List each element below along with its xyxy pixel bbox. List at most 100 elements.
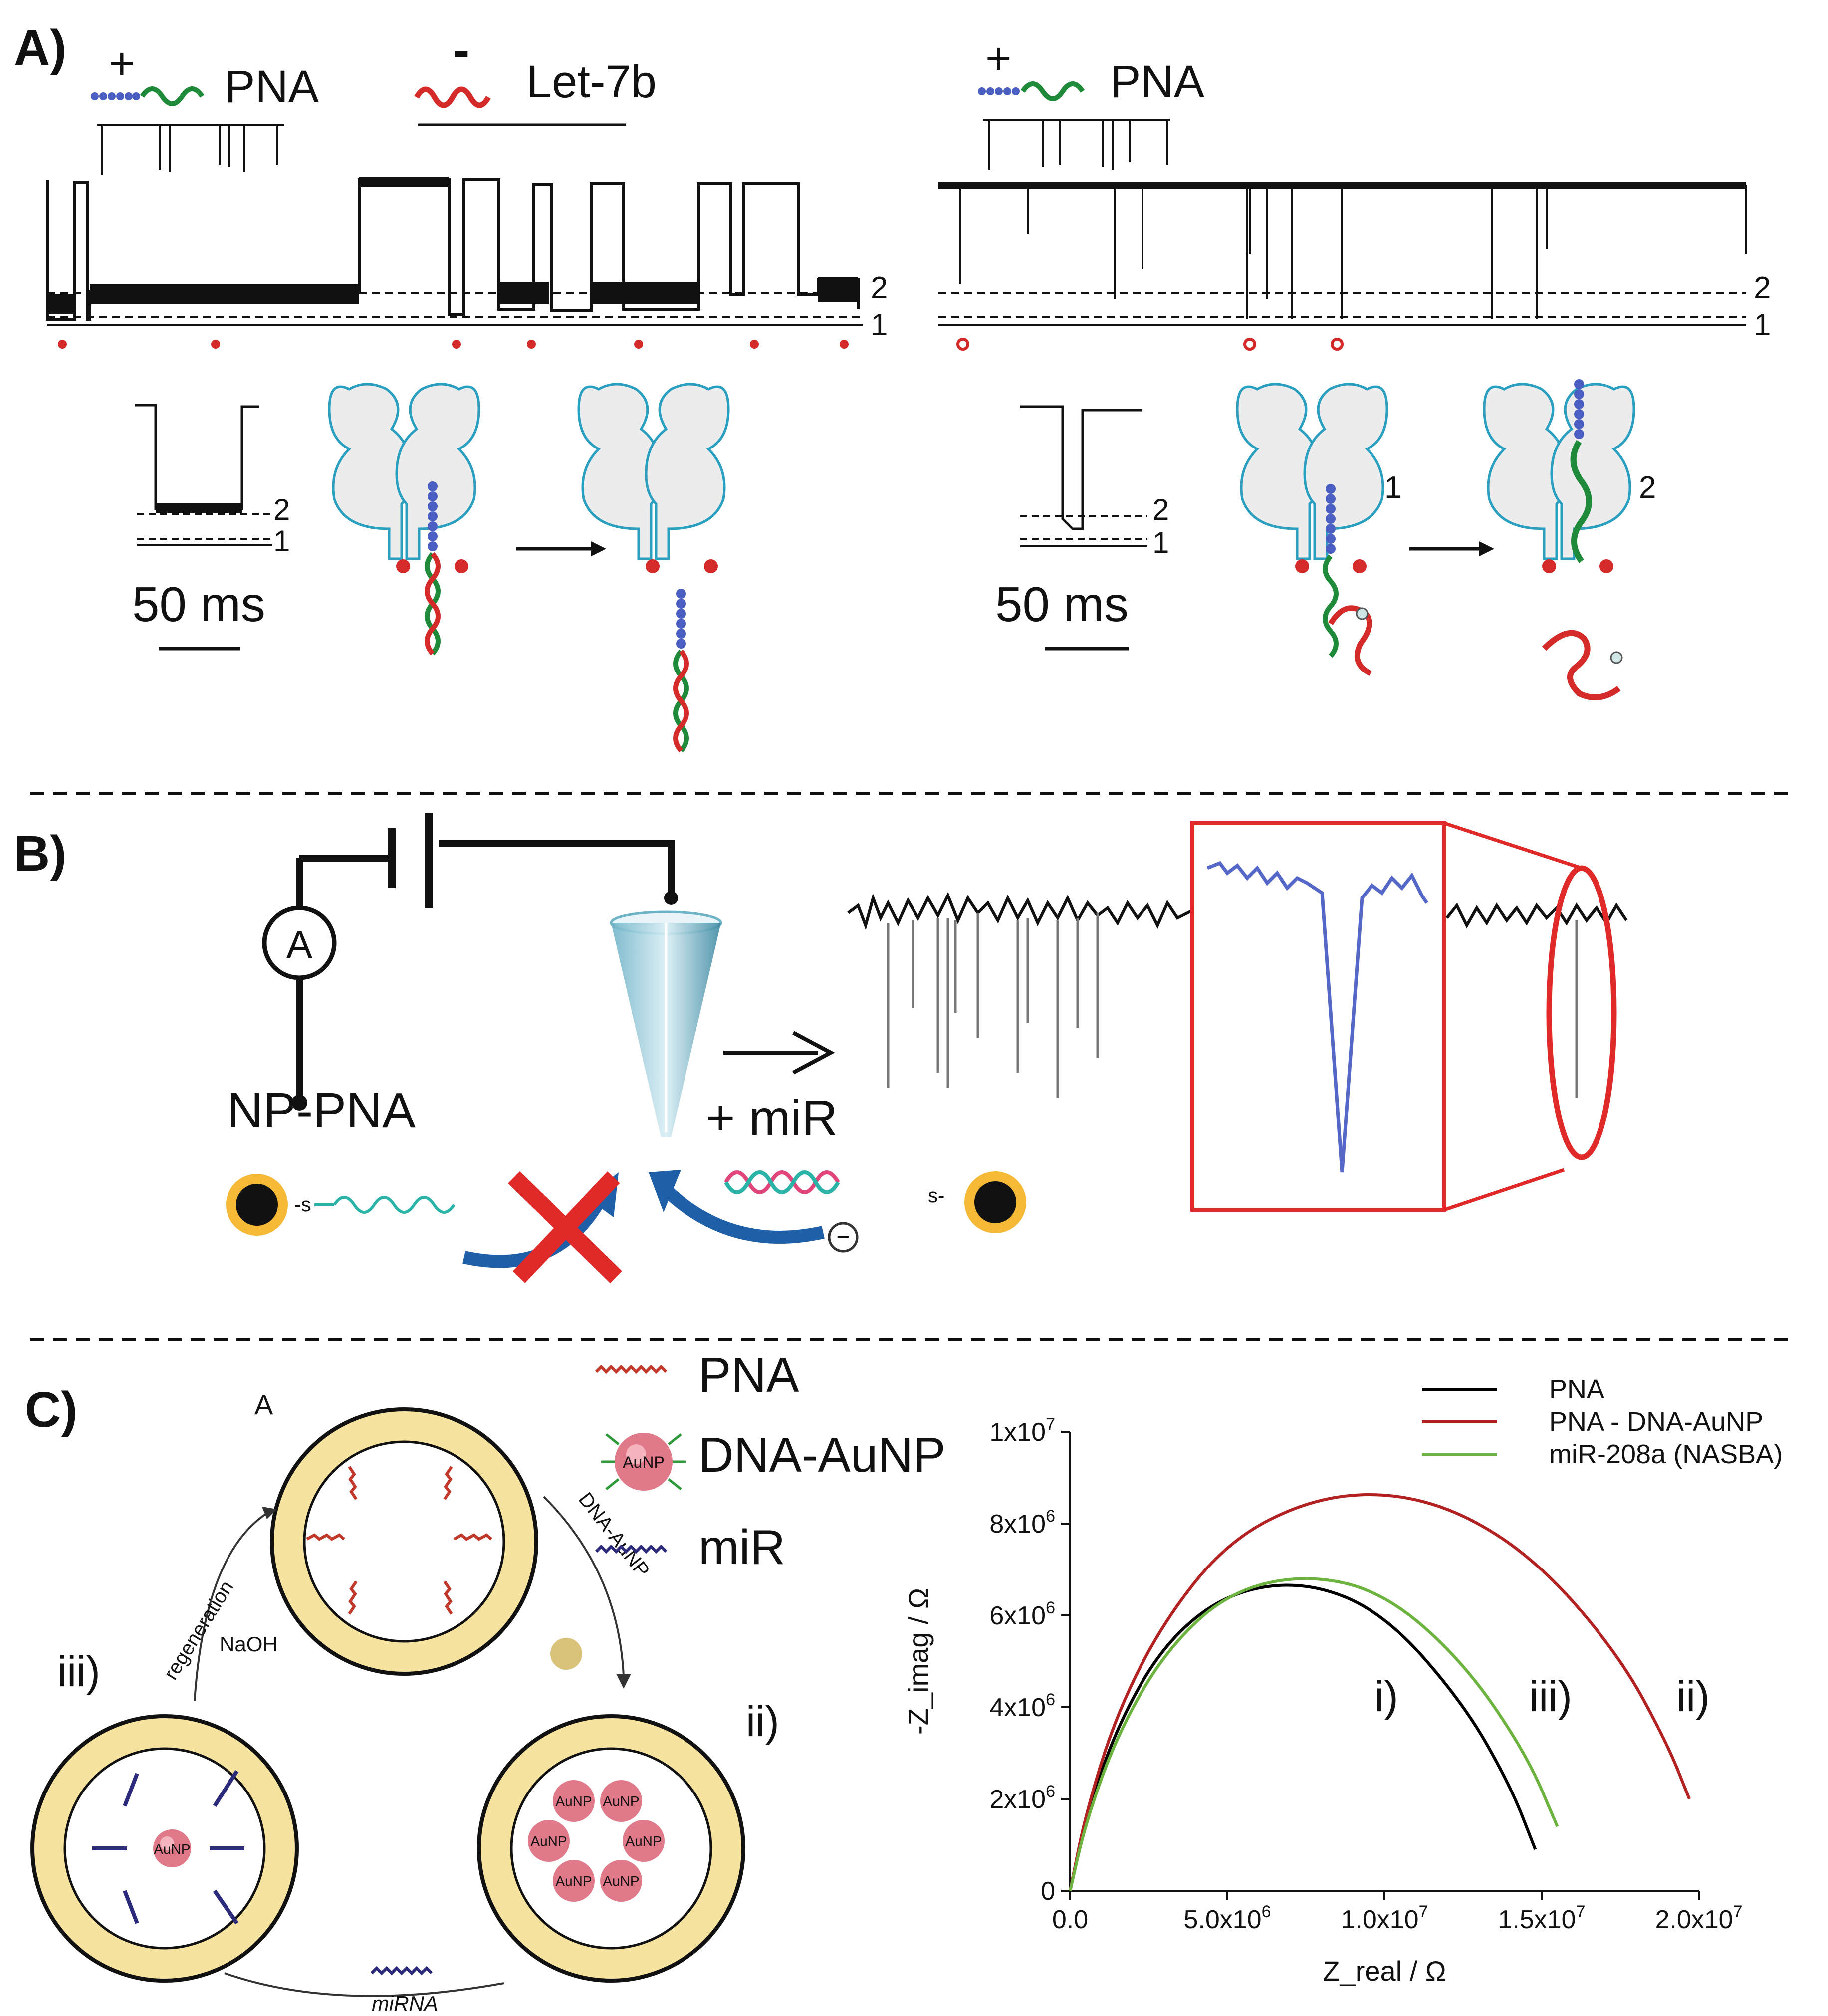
zoomed-event-trace [1206, 861, 1428, 1173]
x-tick-exponent: 6 [1262, 1902, 1271, 1921]
left-current-trace [46, 178, 860, 321]
svg-text:s-: s- [928, 1185, 944, 1207]
negative-charge-symbol: − [837, 1224, 850, 1250]
plus-sign: + [985, 34, 1012, 84]
panel-a-label: A) [14, 20, 67, 76]
let7b-label: Let-7b [526, 56, 657, 107]
inset-level-2-label: 2 [273, 493, 290, 526]
step-naoh-label: NaOH [220, 1632, 278, 1656]
series-line [1069, 1493, 1691, 1891]
scale-bar-label: 50 ms [132, 577, 265, 632]
pna-label: PNA [225, 61, 319, 112]
level-1-label: 1 [1754, 308, 1771, 342]
level-2-label: 2 [871, 271, 888, 305]
cycle-arrow-to-a [194, 1511, 270, 1702]
svg-text:-s: -s [294, 1194, 311, 1216]
reagent-key: PNA AuNP DNA-AuNP miR [595, 1347, 946, 1574]
mirna-strand-icon [370, 1966, 433, 1976]
inset-trace [135, 404, 259, 510]
x-tick-exponent: 7 [1419, 1902, 1428, 1921]
y-axis-label: -Z_imag / Ω [903, 1588, 934, 1735]
nanoparticle-pna-icon: -s [226, 1174, 456, 1236]
y-tick-label: 0 [1041, 1877, 1055, 1906]
aunp-label: AuNP [623, 1453, 665, 1471]
negative-charge-icon [828, 1222, 859, 1253]
pna-label: PNA [1110, 56, 1205, 107]
cross-icon [508, 1171, 622, 1284]
series-line [1069, 1583, 1537, 1891]
nanopore-with-duplex-icon [328, 383, 480, 656]
nanoparticle-duplex-icon: s- [724, 1170, 1026, 1233]
ammeter-label: A [286, 922, 312, 966]
curve-annotation: iii) [1529, 1673, 1572, 1721]
mir-key-label: miR [698, 1520, 785, 1574]
panel-a-left-trace: + PNA - Let-7b 2 1 [46, 22, 888, 753]
aunp-label: AuNP [154, 1841, 190, 1857]
aunp-label: AuNP [625, 1833, 662, 1849]
x-tick-label: 2.0x107 [1655, 1902, 1742, 1934]
step-mirna-label: miRNA [372, 1992, 438, 2015]
translocation-trace [847, 892, 1628, 1098]
pna-molecule-icon [978, 81, 1085, 101]
aunp-particle-icon [153, 1829, 191, 1867]
pna-condition-trace [97, 124, 284, 175]
step-dna-aunp-label: DNA-AuNP [574, 1488, 654, 1581]
x-tick-exponent: 7 [1733, 1902, 1743, 1921]
panel-a: A) + PNA - Let-7b [14, 20, 1771, 753]
electrode-state-a [270, 1407, 538, 1676]
y-tick-label: 8x106 [989, 1507, 1055, 1539]
legend-label: PNA - DNA-AuNP [1549, 1407, 1763, 1437]
x-tick-label: 0.0 [1052, 1905, 1088, 1934]
chart-series [1069, 1491, 1691, 1891]
x-tick-label: 1.0x107 [1341, 1902, 1428, 1934]
y-tick-label: 2x106 [989, 1782, 1055, 1814]
y-tick-label: 6x106 [989, 1598, 1055, 1630]
aunp-label: AuNP [555, 1873, 592, 1889]
ammeter-icon [262, 905, 337, 980]
nanopore-translocated-icon [577, 383, 730, 753]
chart-axes [1061, 1431, 1700, 1900]
level-1-label: 1 [871, 308, 888, 342]
pna-key-icon [595, 1364, 668, 1374]
let7b-molecule-icon [414, 86, 491, 108]
panel-b: B) A NP-PNA + miR -s [14, 813, 1628, 1284]
step-ii-label: ii) [746, 1698, 779, 1746]
curve-annotation: ii) [1676, 1673, 1710, 1721]
level-2-label: 2 [1754, 271, 1771, 305]
inset-level-1-label: 1 [1152, 526, 1169, 559]
y-tick-label: 4x106 [989, 1690, 1055, 1722]
right-trace-noise [938, 182, 1746, 189]
nanopipette-icon [610, 910, 722, 1137]
x-axis-label: Z_real / Ω [1323, 1955, 1446, 1987]
y-tick-exponent: 6 [1046, 1507, 1055, 1526]
cycle-arrow-to-iii [224, 1972, 504, 1997]
event-markers [58, 340, 849, 349]
y-tick-label: 1x107 [989, 1415, 1055, 1447]
inset-level-1-label: 1 [273, 524, 290, 558]
y-tick-exponent: 6 [1046, 1690, 1055, 1709]
y-tick-exponent: 6 [1046, 1782, 1055, 1801]
x-tick-label: 1.5x107 [1498, 1902, 1585, 1934]
legend-label: miR-208a (NASBA) [1549, 1439, 1783, 1469]
pna-key-label: PNA [698, 1347, 799, 1402]
y-tick-exponent: 6 [1046, 1598, 1055, 1617]
event-highlight-ellipse [1546, 865, 1617, 1160]
series-line [1069, 1577, 1559, 1891]
panel-c-label: C) [25, 1382, 78, 1438]
cycle-arrow-to-ii [543, 1496, 625, 1677]
y-tick-exponent: 7 [1046, 1415, 1055, 1434]
circuit-diagram: A [262, 813, 678, 1111]
panel-c: C) A [25, 1347, 1783, 2015]
panel-a-right-trace: + PNA 2 1 2 1 50 ms [938, 34, 1771, 700]
zoom-connector [1443, 821, 1583, 1212]
x-tick-exponent: 7 [1576, 1902, 1586, 1921]
pore-state-2-label: 2 [1639, 470, 1656, 505]
legend-label: PNA [1549, 1374, 1604, 1404]
nanopore-state-1-icon [1236, 383, 1388, 676]
right-current-trace [938, 185, 1747, 319]
pore-state-1-label: 1 [1384, 470, 1401, 505]
